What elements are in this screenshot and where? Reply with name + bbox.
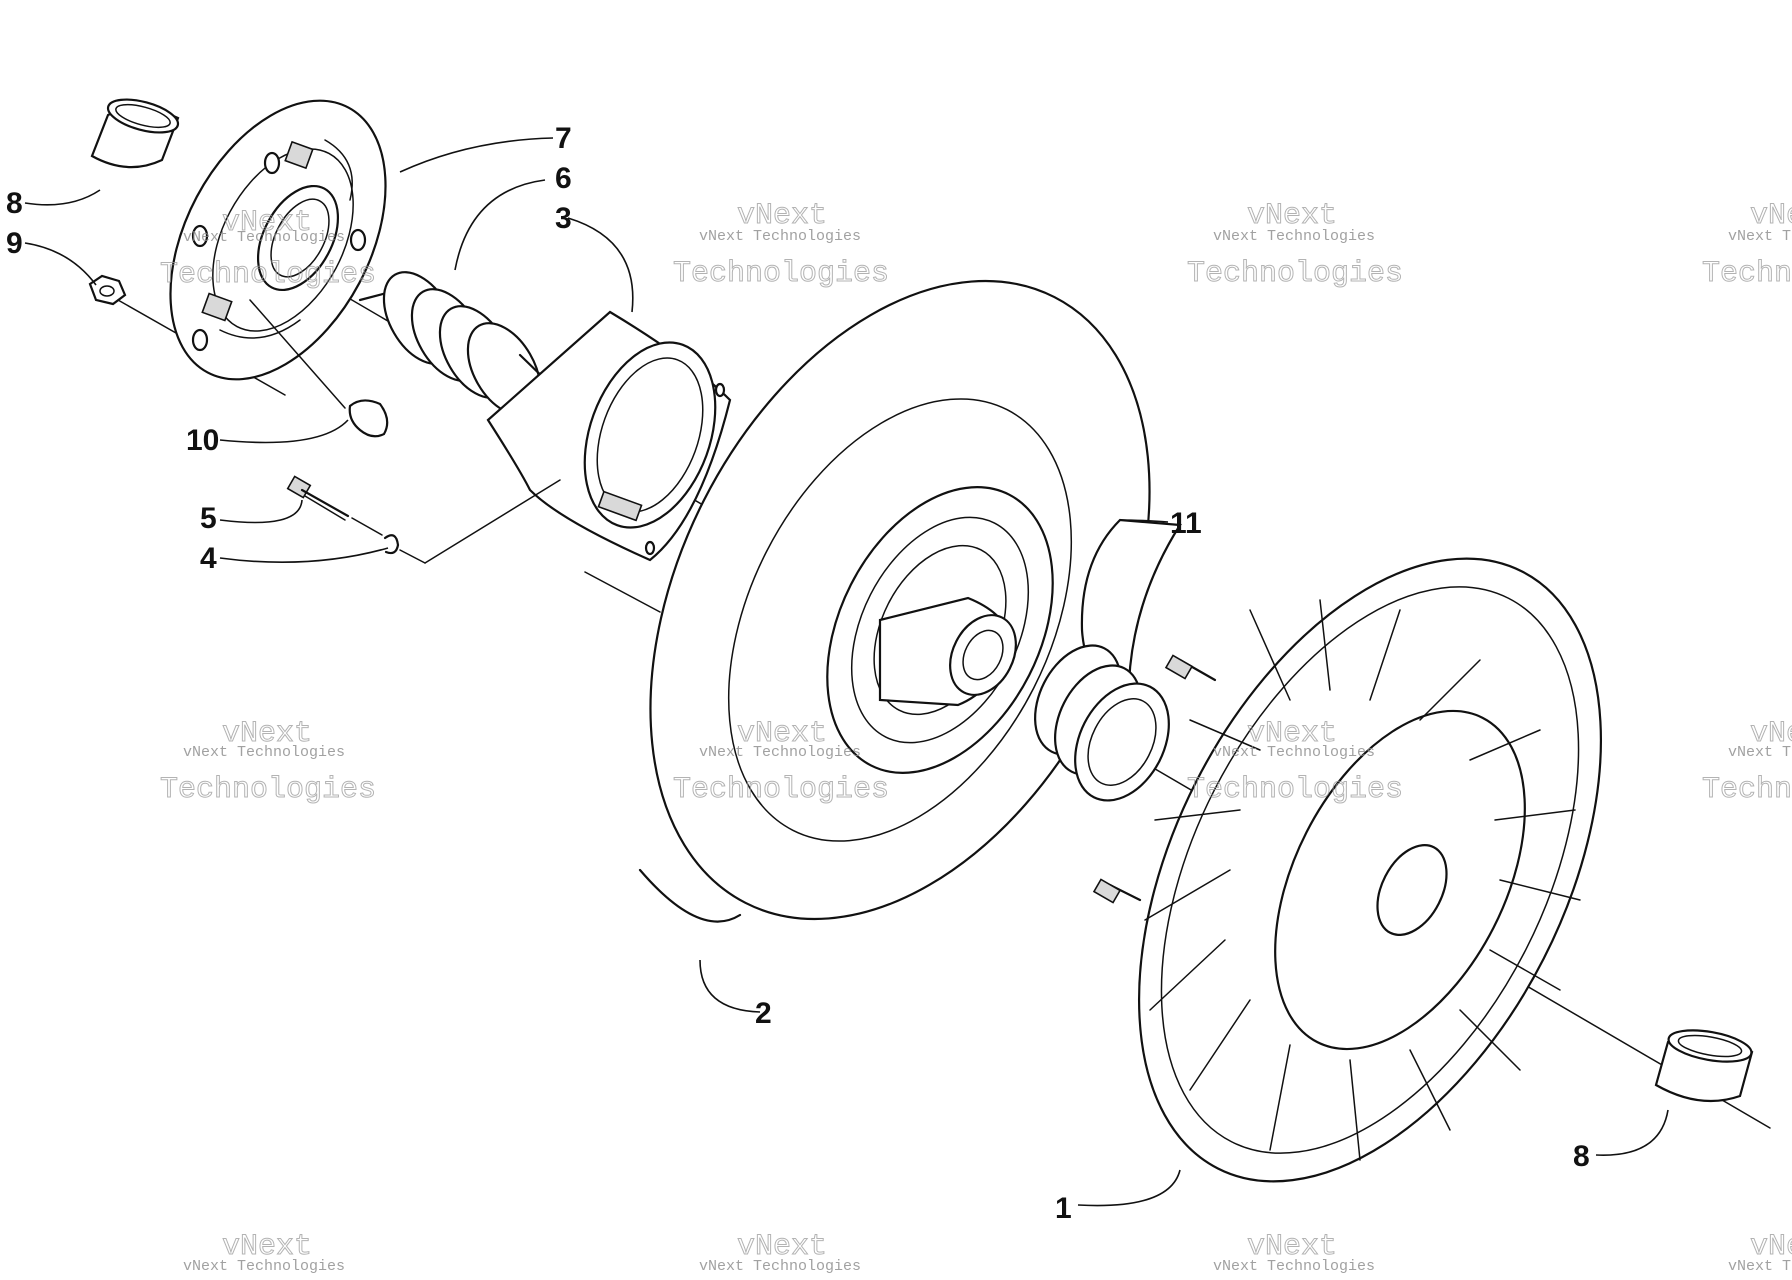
watermark-10: vNext vNext Technologies — [699, 1230, 861, 1276]
part-10-slider-button — [249, 299, 389, 438]
svg-text:vNext Technologies: vNext Technologies — [1213, 228, 1375, 245]
part-5-bolt — [286, 475, 383, 536]
svg-text:vNext Technologies: vNext Technologies — [1728, 744, 1792, 761]
callout-7: 7 — [555, 122, 572, 155]
watermark-5: vNext vNext Technologies Technologies — [160, 717, 377, 808]
svg-text:vNext Technologies: vNext Technologies — [699, 228, 861, 245]
watermark-8: vNext vNext Technologies Technologies — [1702, 717, 1792, 808]
svg-text:vNext Technologies: vNext Technologies — [1213, 744, 1375, 761]
watermark-6: vNext vNext Technologies Technologies — [673, 717, 890, 808]
svg-text:vNext: vNext — [222, 1230, 312, 1264]
svg-text:vNext: vNext — [1247, 717, 1337, 751]
callout-10: 10 — [186, 424, 219, 457]
svg-text:vNext: vNext — [222, 717, 312, 751]
svg-text:vNext: vNext — [1247, 199, 1337, 233]
svg-text:Technologies: Technologies — [673, 773, 889, 807]
svg-text:vNext Technologies: vNext Technologies — [1213, 1258, 1375, 1275]
callout-9: 9 — [6, 227, 23, 260]
watermark-2: vNext vNext Technologies Technologies — [673, 199, 890, 292]
watermark-11: vNext vNext Technologies — [1213, 1230, 1375, 1276]
callout-1: 1 — [1055, 1192, 1072, 1225]
svg-text:vNext: vNext — [222, 206, 312, 240]
watermark-12: vNext vNext Technologies — [1728, 1230, 1792, 1276]
callout-11: 11 — [1170, 507, 1202, 540]
svg-text:vNext Technologies: vNext Technologies — [183, 229, 345, 246]
callout-5: 5 — [200, 502, 217, 535]
svg-text:Technologies: Technologies — [1702, 773, 1792, 807]
svg-text:Technologies: Technologies — [160, 773, 376, 807]
leader-lines — [24, 137, 1669, 1207]
part-1-movable-sheave — [1092, 557, 1603, 1183]
part-8-bushing-bottom — [1654, 1029, 1754, 1103]
svg-text:vNext: vNext — [737, 199, 827, 233]
watermark-7: vNext vNext Technologies Technologies — [1187, 717, 1404, 808]
svg-text:vNext Technologies: vNext Technologies — [699, 1258, 861, 1275]
part-3-cam-housing — [486, 310, 732, 562]
callout-8-bottom: 8 — [1573, 1140, 1590, 1173]
svg-text:vNext: vNext — [1750, 717, 1792, 751]
svg-text:vNext Technologies: vNext Technologies — [699, 744, 861, 761]
svg-text:vNext: vNext — [1750, 199, 1792, 233]
watermark-9: vNext vNext Technologies — [183, 1230, 345, 1276]
callout-8-top: 8 — [6, 187, 23, 220]
watermark-3: vNext vNext Technologies Technologies — [1187, 199, 1404, 292]
svg-text:Technologies: Technologies — [1187, 257, 1403, 291]
svg-text:vNext: vNext — [737, 1230, 827, 1264]
svg-text:Technologies: Technologies — [160, 258, 376, 292]
svg-text:vNext: vNext — [1247, 1230, 1337, 1264]
part-4-clip — [383, 479, 561, 564]
watermark-4: vNext vNext Technologies Technologies — [1702, 199, 1792, 292]
watermark-1: vNext vNext Technologies Technologies — [160, 206, 377, 293]
svg-text:vNext Technologies: vNext Technologies — [1728, 1258, 1792, 1275]
part-6-spring — [358, 271, 554, 416]
svg-text:vNext: vNext — [737, 717, 827, 751]
svg-text:vNext: vNext — [1750, 1230, 1792, 1264]
svg-text:vNext Technologies: vNext Technologies — [1728, 228, 1792, 245]
part-8-bushing-top — [90, 98, 180, 169]
svg-text:vNext Technologies: vNext Technologies — [183, 744, 345, 761]
callout-3: 3 — [555, 202, 572, 235]
svg-text:Technologies: Technologies — [1187, 773, 1403, 807]
svg-text:vNext Technologies: vNext Technologies — [183, 1258, 345, 1275]
part-7-cam-plate — [169, 99, 387, 381]
callout-2: 2 — [755, 997, 772, 1030]
svg-text:Technologies: Technologies — [673, 257, 889, 291]
part-11-spring-assembly — [1034, 518, 1182, 802]
svg-text:Technologies: Technologies — [1702, 257, 1792, 291]
part-2-stationary-sheave — [638, 279, 1151, 923]
callout-6: 6 — [555, 162, 572, 195]
callout-4: 4 — [200, 542, 217, 575]
